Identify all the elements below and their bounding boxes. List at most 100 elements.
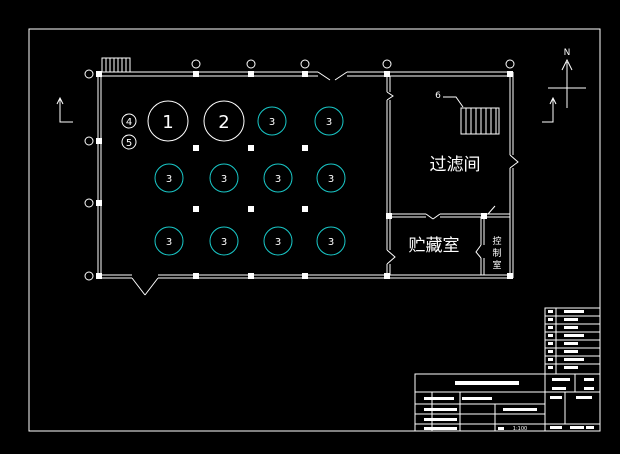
column <box>248 145 254 151</box>
column <box>507 273 513 279</box>
rev-text-line <box>564 326 578 329</box>
small-tank-label: 3 <box>166 237 172 248</box>
column <box>481 213 487 219</box>
column <box>96 138 102 144</box>
large-tank-1 <box>147 100 189 142</box>
rev-index-mark <box>548 326 553 329</box>
column <box>302 273 308 279</box>
column <box>193 71 199 77</box>
title-text-line <box>550 396 562 399</box>
room-label-control-2: 制 <box>492 247 501 259</box>
axis-bubble <box>84 69 94 79</box>
revision-table <box>544 307 601 375</box>
column <box>248 206 254 212</box>
rev-index-mark <box>548 310 553 313</box>
room-label-storage: 贮藏室 <box>409 236 460 256</box>
column <box>193 206 199 212</box>
title-text-line <box>437 418 457 421</box>
small-tank <box>154 226 184 256</box>
outer-walls <box>97 71 514 279</box>
room-label-filter: 过滤间 <box>430 155 481 175</box>
revision-table-text-lines <box>548 310 584 369</box>
column <box>248 273 254 279</box>
column <box>302 145 308 151</box>
title-text-line <box>584 378 594 381</box>
column <box>248 71 254 77</box>
column <box>302 71 308 77</box>
small-tank-label: 3 <box>328 237 334 248</box>
rev-text-line <box>564 350 578 353</box>
marker-5 <box>121 134 137 150</box>
large-tank-2-label: 2 <box>218 112 229 133</box>
title-text-line <box>570 426 584 429</box>
small-tank-label: 3 <box>326 117 332 128</box>
small-tank <box>263 163 293 193</box>
small-tank-label: 3 <box>166 174 172 185</box>
small-tank <box>314 106 344 136</box>
title-text-line <box>503 408 537 411</box>
axis-mark-left <box>59 98 73 123</box>
rev-text-line <box>564 358 584 361</box>
stair-filter-room <box>460 107 500 135</box>
rev-index-mark <box>548 334 553 337</box>
rev-text-line <box>564 310 584 313</box>
marker-4 <box>121 113 137 129</box>
room-label-control-1: 控 <box>492 235 501 247</box>
small-tank <box>316 163 346 193</box>
title-text-line <box>424 397 454 400</box>
axis-bubble <box>84 198 94 208</box>
rev-text-line <box>564 318 578 321</box>
title-text-line <box>462 397 492 400</box>
axis-mark-right <box>542 98 554 123</box>
small-tank-label: 3 <box>221 174 227 185</box>
column <box>384 273 390 279</box>
title-text-line <box>586 426 594 429</box>
title-text-line <box>498 427 504 430</box>
small-tank-label: 3 <box>275 237 281 248</box>
stair-leader-line <box>443 96 464 108</box>
title-block <box>414 373 601 432</box>
rev-text-line <box>564 334 584 337</box>
sheet-border <box>28 28 601 432</box>
column <box>193 273 199 279</box>
small-tank-label: 3 <box>221 237 227 248</box>
column <box>386 213 392 219</box>
small-tank <box>263 226 293 256</box>
small-tank <box>209 226 239 256</box>
large-tank-2 <box>203 100 245 142</box>
title-text-line <box>552 378 570 381</box>
axis-bubble <box>84 271 94 281</box>
title-text-line <box>552 387 566 390</box>
stair-label: 6 <box>435 91 441 101</box>
large-tank-1-label: 1 <box>162 112 173 133</box>
small-tank <box>154 163 184 193</box>
marker-4-label: 4 <box>126 117 132 128</box>
stair-top-left <box>101 57 131 73</box>
entrance-door-top <box>317 71 348 81</box>
axis-bubble <box>191 59 201 69</box>
structural-columns <box>96 71 513 279</box>
small-tank-label: 3 <box>269 117 275 128</box>
column <box>507 71 513 77</box>
rev-index-mark <box>548 350 553 353</box>
rev-index-mark <box>548 366 553 369</box>
north-arrow <box>548 58 586 108</box>
title-text-line <box>437 408 457 411</box>
axis-grid-bubbles <box>84 59 515 281</box>
small-tank <box>209 163 239 193</box>
title-text-line <box>424 427 448 430</box>
rev-index-mark <box>548 358 553 361</box>
column <box>302 206 308 212</box>
column <box>96 71 102 77</box>
column <box>96 200 102 206</box>
axis-bubble <box>505 59 515 69</box>
title-block-text-lines <box>424 378 594 430</box>
axis-bubble <box>84 136 94 146</box>
title-text-line <box>424 408 448 411</box>
entrance-door-bottom <box>131 277 159 296</box>
marker-5-label: 5 <box>126 138 132 149</box>
column <box>96 273 102 279</box>
